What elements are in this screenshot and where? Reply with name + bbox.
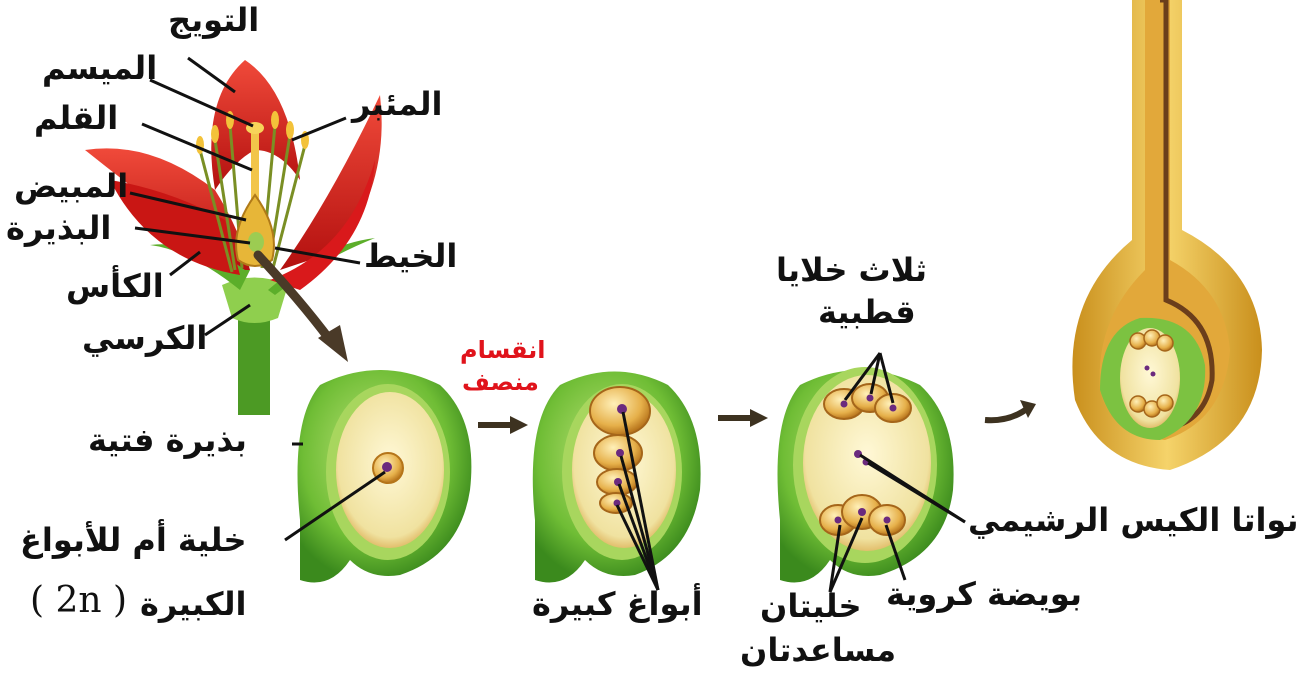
embryo-sac-stage xyxy=(778,367,954,583)
label-stigma: الميسم xyxy=(42,52,157,86)
label-egg: بويضة كروية xyxy=(886,578,1082,612)
label-division-line2: منصف xyxy=(462,370,539,395)
arrow-meiosis xyxy=(478,416,528,434)
label-style: القلم xyxy=(34,102,118,136)
arrow-pollination xyxy=(985,400,1036,420)
label-ovary: المبيض xyxy=(14,170,128,204)
arrow-mitosis xyxy=(718,409,768,427)
label-division-line1: انقسام xyxy=(460,338,546,363)
label-corolla: التويج xyxy=(168,4,259,38)
megaspore-stage xyxy=(533,372,701,583)
label-polar-line1: ثلاث خلايا xyxy=(776,254,927,288)
label-synergids-line1: خليتان xyxy=(760,590,862,624)
label-ovule: البذيرة xyxy=(6,212,111,246)
label-polar-line2: قطبية xyxy=(818,296,916,330)
ovule-in-ovary xyxy=(248,232,264,252)
label-calyx: الكأس xyxy=(66,270,164,304)
label-receptacle: الكرسي xyxy=(82,322,207,356)
label-megaspores: أبواغ كبيرة xyxy=(532,588,703,622)
label-mother-cell-line1: خلية أم للأبواغ xyxy=(20,524,247,558)
label-ploidy: ( 2n ) xyxy=(30,582,127,620)
label-synergids-line2: مساعدتان xyxy=(740,634,896,668)
label-filament: الخيط xyxy=(364,240,457,274)
flower-illustration xyxy=(85,60,382,415)
label-embryo-sac-nuclei: نواتا الكيس الرشيمي xyxy=(968,504,1299,538)
label-young-ovule: بذيرة فتية xyxy=(88,424,247,458)
label-mother-cell-line2: الكبيرة xyxy=(140,588,247,622)
mature-ovule xyxy=(1072,0,1262,470)
label-anther: المئبر xyxy=(352,88,442,122)
young-ovule xyxy=(298,370,472,583)
